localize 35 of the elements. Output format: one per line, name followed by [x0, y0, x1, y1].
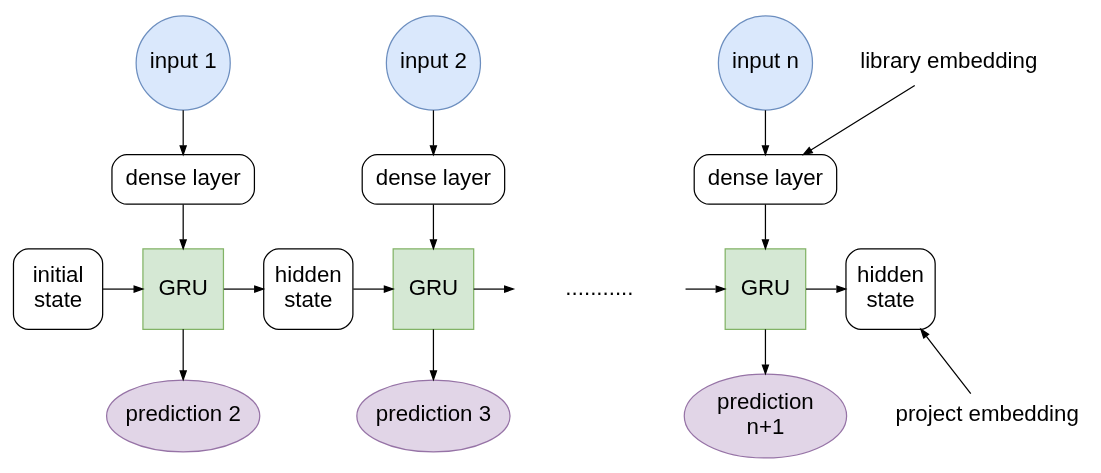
node-box: dense layer	[111, 153, 256, 205]
node-circle: input n	[717, 14, 814, 111]
arrow	[684, 284, 727, 293]
node-box: GRU	[142, 247, 225, 330]
node-circle: input 1	[135, 14, 231, 111]
arrow	[805, 284, 848, 293]
node-box: dense layer	[693, 153, 838, 205]
node-ellipse: prediction 2	[105, 378, 261, 453]
node-circle: input 2	[385, 14, 482, 111]
arrow	[179, 203, 188, 250]
arrow	[761, 109, 770, 156]
arrow	[352, 284, 395, 293]
node-box: dense layer	[361, 153, 506, 205]
node-box: hidden state	[263, 247, 354, 330]
arrow	[761, 203, 770, 250]
node-box: initial state	[12, 247, 104, 330]
arrow	[102, 284, 145, 293]
arrow	[429, 203, 438, 250]
arrow	[761, 328, 770, 376]
arrow	[919, 327, 972, 394]
node-box: GRU	[392, 247, 475, 330]
node-text: project embedding	[895, 400, 1079, 426]
arrow	[429, 328, 438, 382]
arrow	[179, 109, 188, 156]
arrow	[223, 284, 266, 293]
node-box: hidden state	[845, 247, 936, 330]
arrow	[473, 284, 516, 293]
node-ellipse: prediction 3	[356, 378, 511, 453]
node-text: library embedding	[860, 47, 1038, 73]
label: ...........	[565, 274, 634, 300]
arrow	[801, 84, 916, 156]
node-ellipse: prediction n+1	[683, 372, 848, 459]
node-box: GRU	[724, 247, 807, 330]
arrow	[429, 109, 438, 156]
arrow	[179, 328, 188, 382]
